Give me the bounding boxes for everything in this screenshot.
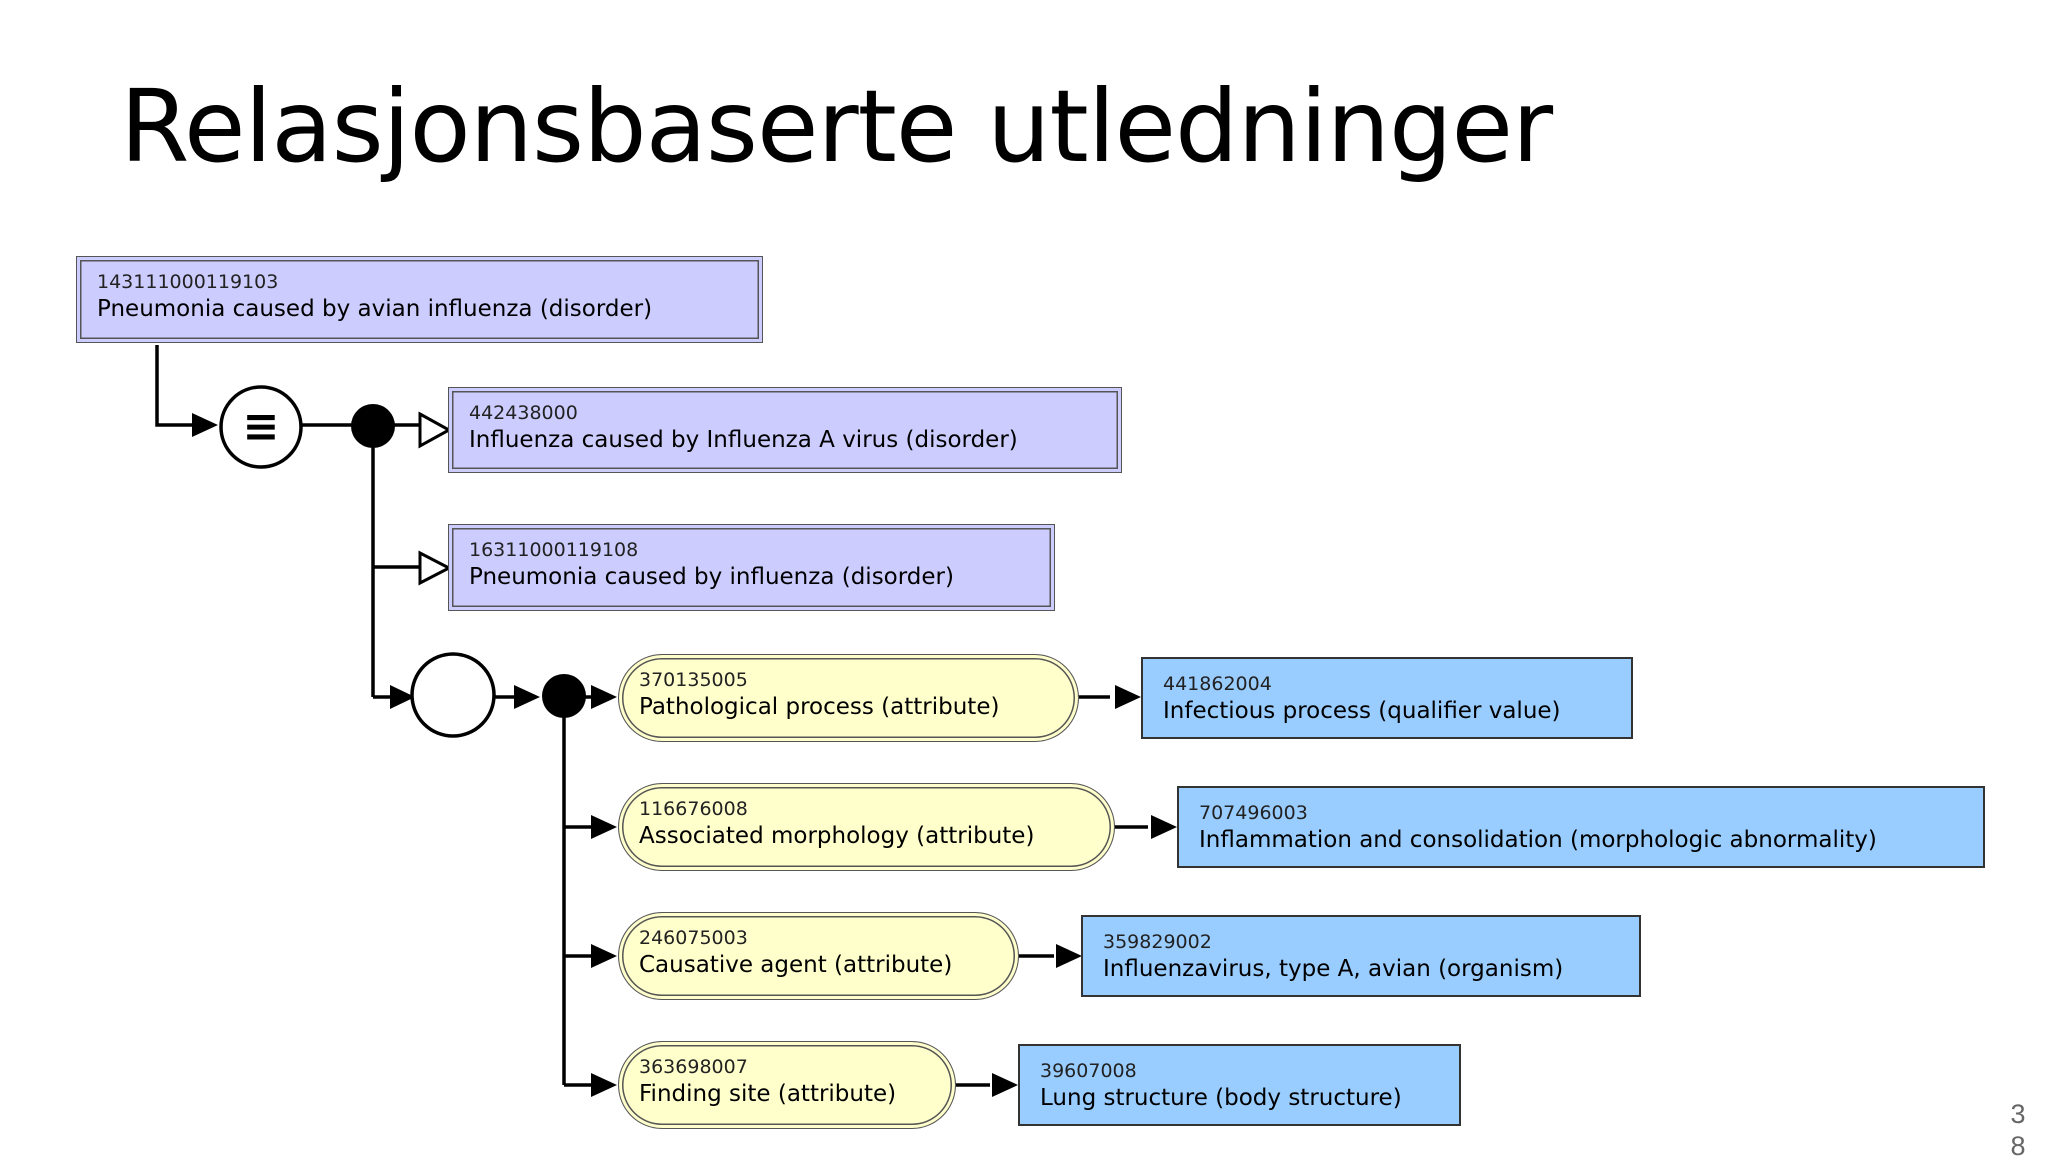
attribute-id: 370135005 bbox=[639, 669, 748, 691]
arrowhead-attr1-icon bbox=[591, 685, 617, 709]
equivalence-symbol: ≡ bbox=[243, 401, 280, 452]
parent-concept-2[interactable]: 16311000119108 Pneumonia caused by influ… bbox=[448, 524, 1055, 611]
arrowhead-value1-icon bbox=[1115, 685, 1141, 709]
relationship-dot-icon bbox=[542, 674, 586, 718]
attribute-id: 363698007 bbox=[639, 1056, 748, 1078]
value-label: Infectious process (qualifier value) bbox=[1163, 698, 1561, 724]
attribute-node-1[interactable]: 370135005 Pathological process (attribut… bbox=[618, 654, 1079, 742]
attribute-id: 116676008 bbox=[639, 798, 748, 820]
value-node-2[interactable]: 707496003 Inflammation and consolidation… bbox=[1177, 786, 1985, 868]
root-concept[interactable]: 143111000119103 Pneumonia caused by avia… bbox=[76, 256, 763, 343]
value-label: Lung structure (body structure) bbox=[1040, 1085, 1402, 1111]
connector-root-to-definition bbox=[155, 345, 195, 427]
value-id: 707496003 bbox=[1199, 802, 1308, 824]
value-id: 39607008 bbox=[1040, 1060, 1137, 1082]
attribute-id: 246075003 bbox=[639, 927, 748, 949]
value-id: 359829002 bbox=[1103, 931, 1212, 953]
arrowhead-value4-icon bbox=[992, 1073, 1018, 1097]
concept-id: 16311000119108 bbox=[469, 539, 639, 561]
concept-id: 143111000119103 bbox=[97, 271, 279, 293]
value-label: Inflammation and consolidation (morpholo… bbox=[1199, 827, 1877, 853]
arrowhead-value2-icon bbox=[1151, 815, 1177, 839]
value-id: 441862004 bbox=[1163, 673, 1272, 695]
slide-title: Relasjonsbaserte utledninger bbox=[120, 68, 1553, 185]
arrowhead-attr4-icon bbox=[591, 1073, 617, 1097]
attribute-group-circle-icon bbox=[410, 652, 496, 738]
concept-label: Pneumonia caused by avian influenza (dis… bbox=[97, 296, 653, 322]
attribute-label: Pathological process (attribute) bbox=[639, 694, 1000, 720]
conjunction-dot-icon bbox=[351, 404, 395, 448]
value-node-3[interactable]: 359829002 Influenzavirus, type A, avian … bbox=[1081, 915, 1641, 997]
arrowhead-value3-icon bbox=[1056, 944, 1082, 968]
attribute-node-4[interactable]: 363698007 Finding site (attribute) bbox=[618, 1041, 956, 1129]
arrowhead-to-definition-icon bbox=[192, 413, 218, 437]
defined-status-circle-icon bbox=[219, 385, 303, 469]
value-node-4[interactable]: 39607008 Lung structure (body structure) bbox=[1018, 1044, 1461, 1126]
page-number: 38 bbox=[2010, 1099, 2026, 1161]
attribute-label: Finding site (attribute) bbox=[639, 1081, 897, 1107]
concept-label: Pneumonia caused by influenza (disorder) bbox=[469, 564, 954, 590]
concept-label: Influenza caused by Influenza A virus (d… bbox=[469, 427, 1018, 453]
attribute-label: Causative agent (attribute) bbox=[639, 952, 953, 978]
parent-concept-1[interactable]: 442438000 Influenza caused by Influenza … bbox=[448, 387, 1122, 473]
isa-arrowhead-parent-2-icon bbox=[418, 550, 453, 586]
arrowhead-to-group-icon bbox=[390, 685, 415, 709]
value-label: Influenzavirus, type A, avian (organism) bbox=[1103, 956, 1564, 982]
concept-id: 442438000 bbox=[469, 402, 578, 424]
attribute-label: Associated morphology (attribute) bbox=[639, 823, 1035, 849]
isa-arrowhead-parent-1-icon bbox=[418, 411, 453, 449]
arrowhead-attr3-icon bbox=[591, 944, 617, 968]
arrowhead-attr2-icon bbox=[591, 815, 617, 839]
attribute-node-3[interactable]: 246075003 Causative agent (attribute) bbox=[618, 912, 1019, 1000]
value-node-1[interactable]: 441862004 Infectious process (qualifier … bbox=[1141, 657, 1633, 739]
arrowhead-to-dot-icon bbox=[514, 685, 540, 709]
attribute-node-2[interactable]: 116676008 Associated morphology (attribu… bbox=[618, 783, 1115, 871]
